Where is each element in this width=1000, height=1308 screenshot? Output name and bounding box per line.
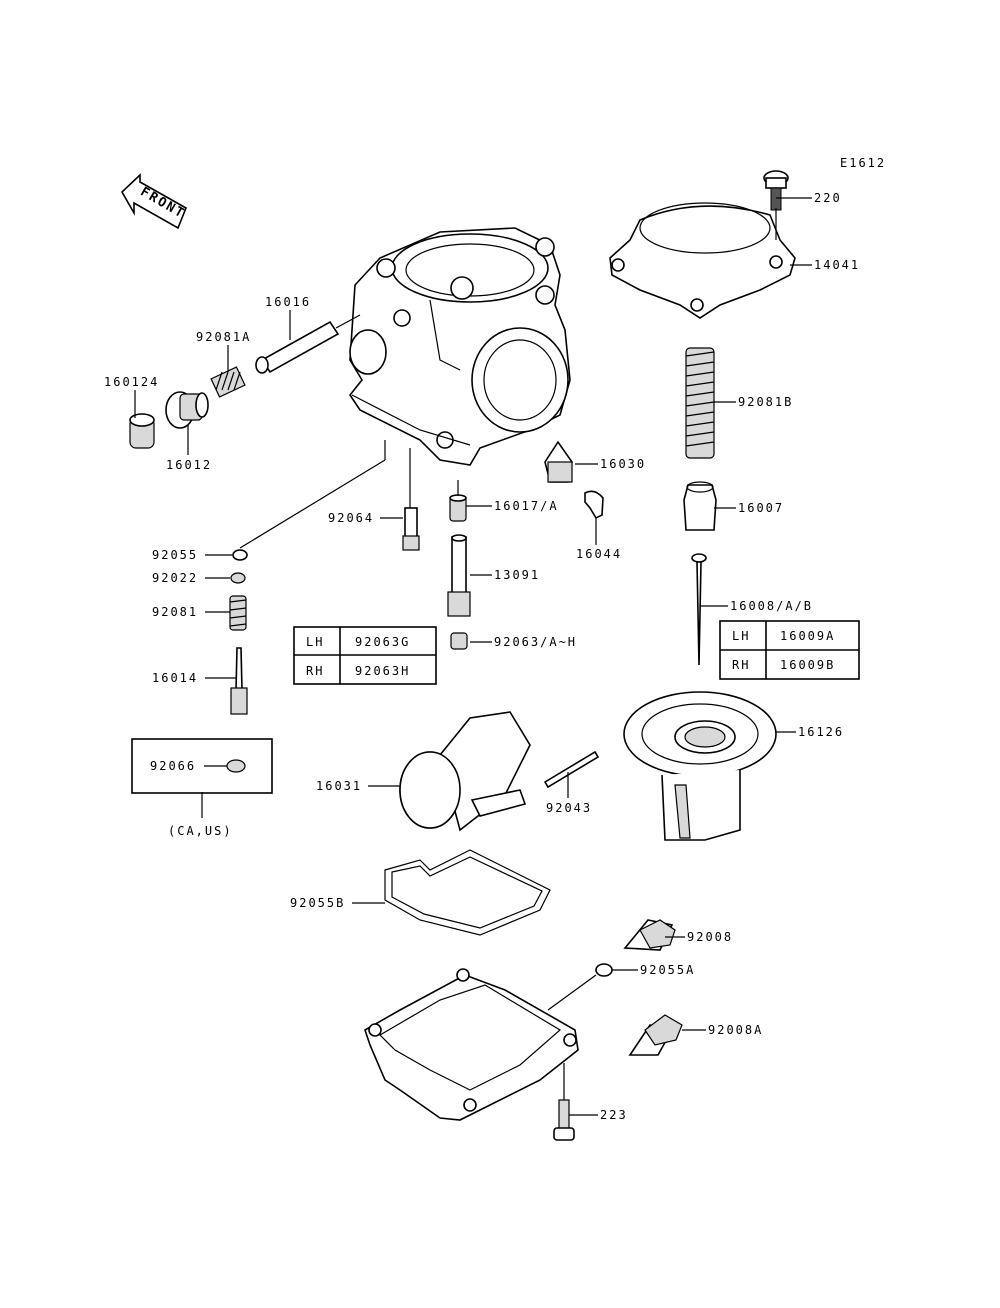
pilot-screw-16016 <box>255 314 361 374</box>
table-right-part-2: 16009B <box>780 658 835 672</box>
label-92055b: 92055B <box>290 896 345 910</box>
label-223: 223 <box>600 1108 628 1122</box>
label-92055a: 92055A <box>640 963 695 977</box>
table-right-part-1: 16009A <box>780 629 835 643</box>
table-left-part-2: 92063H <box>355 664 410 678</box>
jet-92064 <box>402 507 420 551</box>
label-92063: 92063/A~H <box>494 635 577 649</box>
spring-92081b <box>685 347 715 459</box>
label-92008a: 92008A <box>708 1023 763 1037</box>
label-16030: 16030 <box>600 457 646 471</box>
float-bowl <box>364 968 579 1121</box>
screw-16014 <box>230 647 248 715</box>
plug-16012 <box>165 391 209 429</box>
label-16031: 16031 <box>316 779 362 793</box>
label-92081: 92081 <box>152 605 198 619</box>
leader-lines <box>134 197 812 1116</box>
needle-jet-13091 <box>447 534 471 617</box>
label-92043: 92043 <box>546 801 592 815</box>
screw-223 <box>553 1099 575 1141</box>
table-left-part-1: 92063G <box>355 635 410 649</box>
spring-92081a <box>210 366 246 398</box>
jet-variant-table-left: LH 92063G RH 92063H <box>293 626 437 685</box>
screw-92008 <box>623 919 676 951</box>
label-92055: 92055 <box>152 548 198 562</box>
diagram-code: E1612 <box>840 156 886 170</box>
washer-92022 <box>230 572 246 584</box>
ca-us-box <box>131 738 273 794</box>
label-16016: 16016 <box>265 295 311 309</box>
cap-160124 <box>129 413 155 449</box>
label-16008: 16008/A/B <box>730 599 813 613</box>
plug-92066 <box>226 759 246 773</box>
label-92064: 92064 <box>328 511 374 525</box>
label-16126: 16126 <box>798 725 844 739</box>
needle-variant-table-right: LH 16009A RH 16009B <box>719 620 860 680</box>
jet-needle-16008 <box>691 553 707 666</box>
screw-92008a <box>628 1014 683 1056</box>
label-92022: 92022 <box>152 571 198 585</box>
float-valve-16030 <box>544 440 573 483</box>
label-160124: 160124 <box>104 375 159 389</box>
label-92081a: 92081A <box>196 330 251 344</box>
front-arrow-icon: FRONT <box>120 173 188 230</box>
clip-16044 <box>584 490 604 520</box>
carburetor-body <box>349 227 571 466</box>
label-16017: 16017/A <box>494 499 559 513</box>
pin-92043 <box>543 750 600 789</box>
label-92066: 92066 <box>150 759 196 773</box>
label-92081b: 92081B <box>738 395 793 409</box>
label-16014: 16014 <box>152 671 198 685</box>
label-16044: 16044 <box>576 547 622 561</box>
label-13091: 13091 <box>494 568 540 582</box>
label-220: 220 <box>814 191 842 205</box>
ca-us-note: (CA,US) <box>168 824 233 838</box>
screw-220 <box>763 170 789 211</box>
table-right-side-2: RH <box>732 658 750 672</box>
o-ring-92055a <box>595 963 613 977</box>
label-16007: 16007 <box>738 501 784 515</box>
table-right-side-1: LH <box>732 629 750 643</box>
label-92008: 92008 <box>687 930 733 944</box>
label-16012: 16012 <box>166 458 212 472</box>
table-left-side-1: LH <box>306 635 324 649</box>
needle-holder-16007 <box>683 481 717 531</box>
top-cover-part <box>609 202 796 319</box>
jet-holder-16017 <box>449 494 467 522</box>
part-labels: 220 14041 92081B 16007 16008/A/B 16126 1… <box>104 191 860 1122</box>
o-ring-92055 <box>232 549 248 561</box>
label-14041: 14041 <box>814 258 860 272</box>
spring-92081 <box>229 595 247 631</box>
float-16031 <box>399 711 531 832</box>
table-left-side-2: RH <box>306 664 324 678</box>
gasket-92055b <box>384 849 551 936</box>
main-jet-92063 <box>450 632 468 650</box>
diaphragm-16126 <box>623 691 777 841</box>
